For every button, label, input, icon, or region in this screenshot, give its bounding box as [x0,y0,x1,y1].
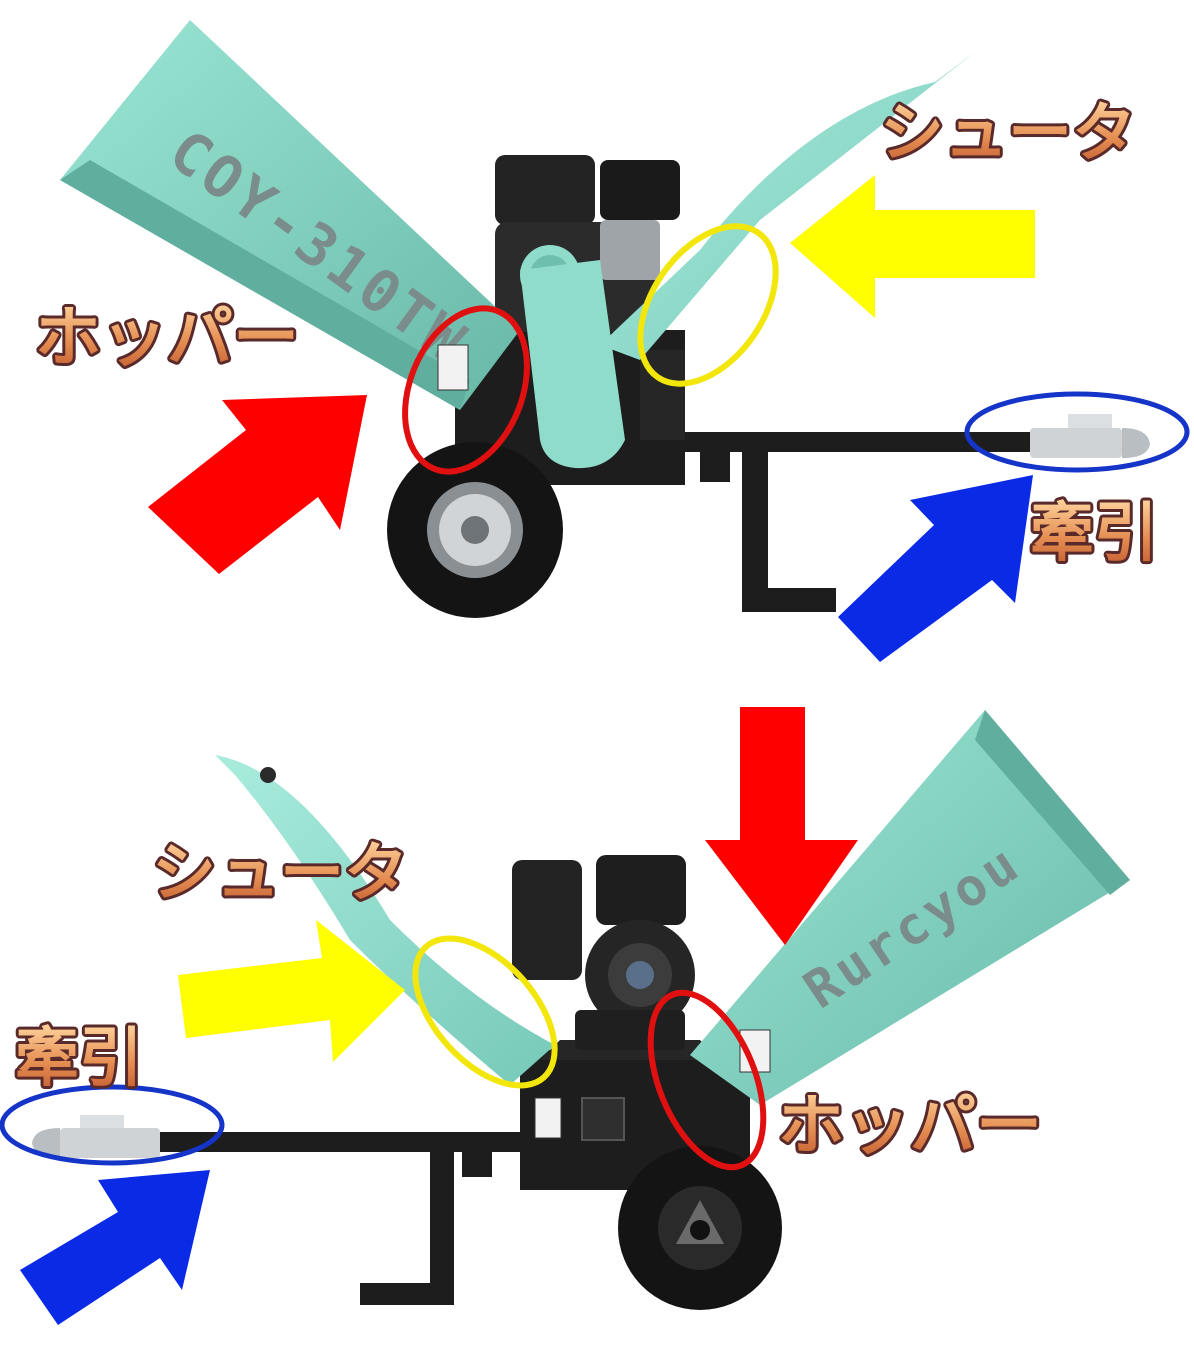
chute [600,52,975,360]
arrow-icon [790,175,1035,318]
arrow-icon [705,707,858,945]
label-tow: 牽引 [15,1022,143,1096]
highlight-circle-icon [647,989,767,1171]
highlight-circle-icon [637,223,779,387]
wheel-icon [387,442,563,618]
tow-bar-joint [462,1132,492,1177]
stand-foot [742,588,836,612]
arrow-icon [148,395,367,574]
hitch-coupler [1030,414,1150,458]
highlight-circle-icon [402,305,530,475]
stand-leg [430,1152,454,1302]
arrow-icon [838,475,1033,662]
arrow-icon [20,1170,210,1325]
hopper [60,20,520,410]
hopper-edge [975,710,1130,895]
chute-bolt [260,767,276,783]
label-hopper: ホッパー [35,299,299,376]
warning-decal [437,344,469,391]
label-hopper: ホッパー [778,1087,1042,1164]
tow-bar [150,1132,550,1152]
hitch-coupler [32,1115,160,1158]
control-box [581,1097,625,1141]
stand-leg [742,452,768,612]
belt-cover [520,260,625,469]
hopper [690,710,1130,1105]
stand-foot [360,1283,454,1305]
top-machine: COY-310TW [60,20,1150,618]
label-chute: シュータ [880,97,1136,171]
chute [215,755,555,1085]
label-chute: シュータ [152,837,408,911]
bottom-machine: Rurcyou [32,710,1130,1310]
warning-decal [534,1097,562,1139]
label-tow: 牽引 [1030,497,1158,571]
highlight-circle-icon [412,935,558,1089]
engine-icon [512,855,695,1050]
highlight-circle-icon [0,1084,225,1166]
tow-bar-joint [700,452,730,482]
hopper-edge [60,160,470,410]
arrow-icon [178,920,405,1062]
highlight-circle-icon [964,391,1190,473]
wheel-icon [618,1146,782,1310]
